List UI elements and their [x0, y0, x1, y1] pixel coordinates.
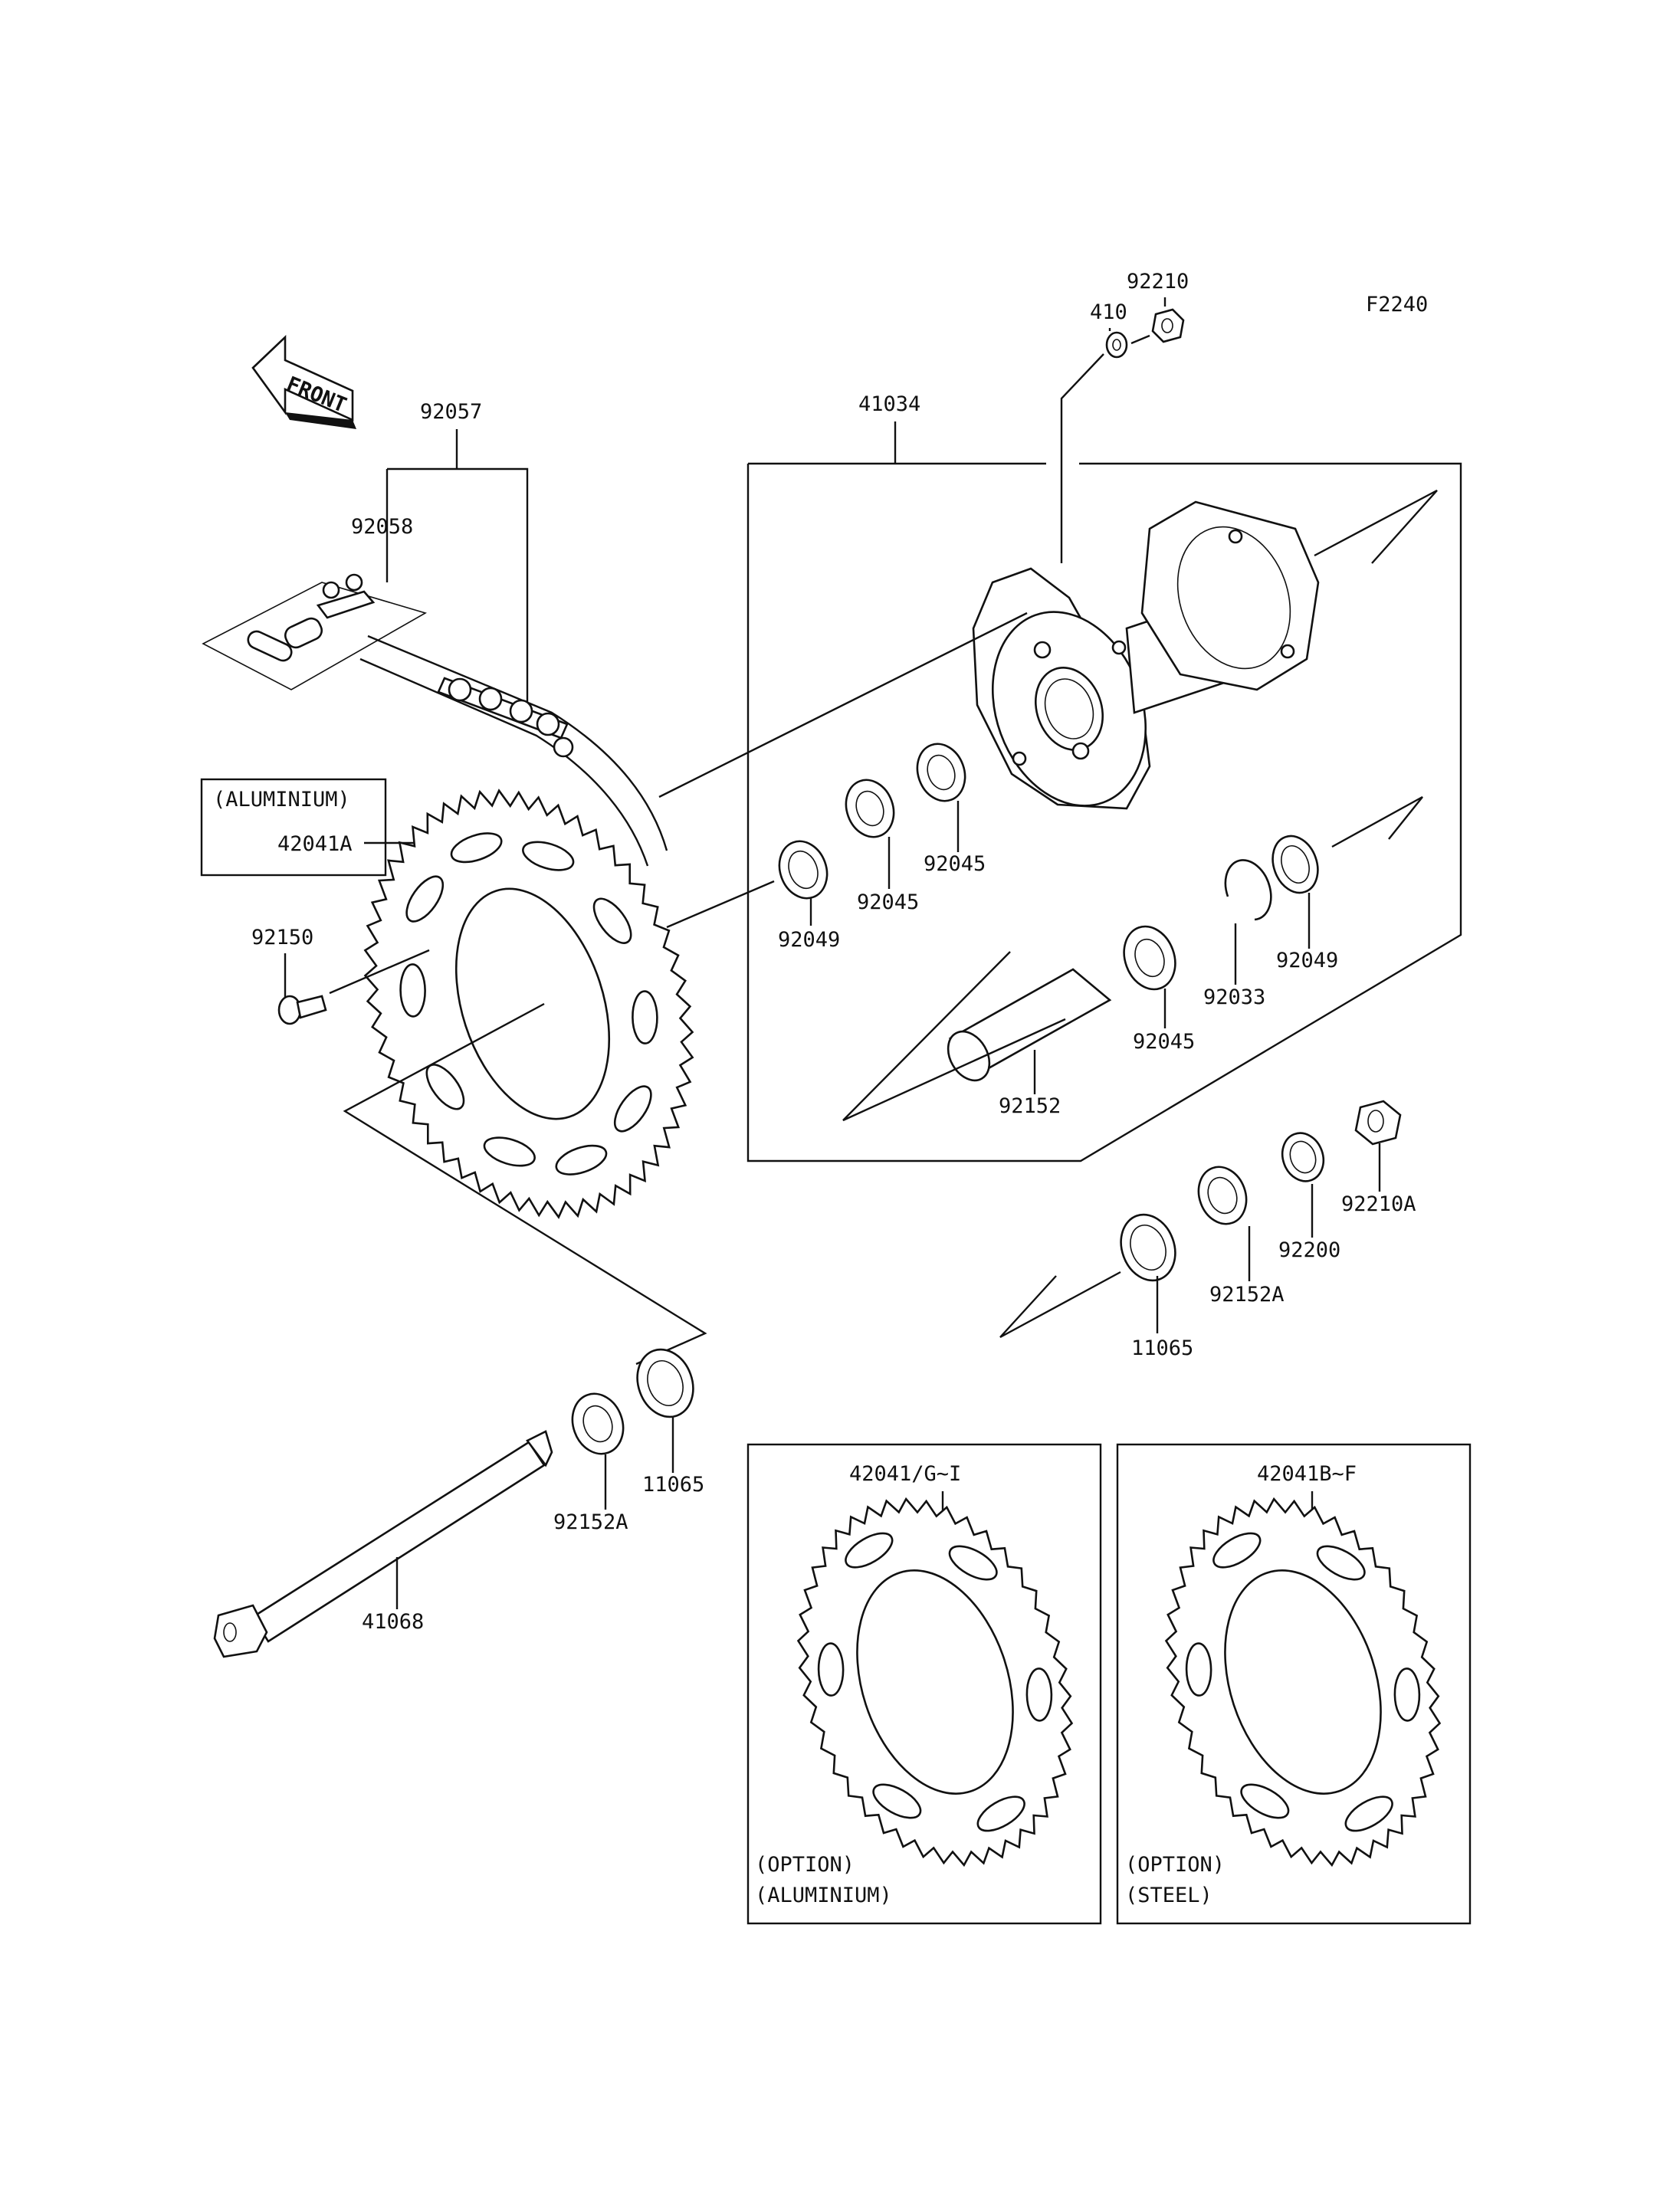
label-92200: 92200 — [1278, 1238, 1340, 1262]
label-41034: 41034 — [858, 392, 920, 416]
seal-11065-left — [636, 1348, 694, 1418]
lightening-hole — [555, 1144, 608, 1176]
aluminium-note-box — [200, 778, 387, 877]
seal-92049-left — [778, 840, 829, 900]
figure-code: F2240 — [1366, 293, 1428, 316]
bearing-92045-a — [845, 779, 895, 838]
lightening-hole — [399, 963, 426, 1018]
label-92152A-a: 92152A — [1209, 1283, 1285, 1307]
nut-92210 — [1151, 308, 1185, 343]
lightening-hole — [522, 841, 575, 871]
option-1-part: 42041/G~I — [849, 1462, 961, 1486]
lightening-hole — [872, 1783, 922, 1819]
lightening-hole — [1344, 1795, 1393, 1832]
lightening-hole — [405, 875, 445, 923]
label-92045-c: 92045 — [1133, 1030, 1195, 1054]
rear-sprocket-42041A — [363, 789, 694, 1219]
lightening-hole — [613, 1085, 652, 1133]
lightening-hole — [1185, 1642, 1212, 1697]
axle-41068 — [213, 1430, 553, 1658]
label-92058: 92058 — [351, 515, 413, 539]
lightening-hole — [1240, 1783, 1290, 1819]
label-42041A: 42041A — [277, 832, 353, 856]
option-box-aluminium: 42041/G~I (OPTION) (ALUMINIUM) — [746, 1443, 1102, 1925]
lightening-hole — [948, 1545, 998, 1581]
bolt-92150 — [277, 995, 327, 1025]
bearing-92045-c — [1123, 925, 1176, 991]
lightening-hole — [1316, 1545, 1366, 1581]
lightening-hole — [845, 1532, 894, 1569]
option-1-line1: (OPTION) — [755, 1853, 855, 1877]
spacer-92152 — [947, 968, 1112, 1082]
option-2-line2: (STEEL) — [1125, 1884, 1212, 1907]
option-2-part: 42041B~F — [1257, 1462, 1357, 1486]
lightening-hole — [450, 832, 503, 864]
bearing-92045-b — [916, 743, 966, 802]
label-11065-a: 11065 — [1131, 1336, 1193, 1360]
lightening-hole — [1025, 1667, 1053, 1722]
washer-410 — [1105, 331, 1128, 359]
rear-hub-41034 — [972, 500, 1320, 810]
aluminium-note: (ALUMINIUM) — [213, 788, 350, 812]
seal-11065-right — [1120, 1213, 1176, 1282]
collar-92152A-right — [1197, 1166, 1248, 1225]
label-92150: 92150 — [251, 926, 313, 949]
label-92152A-b: 92152A — [553, 1510, 628, 1534]
lightening-hole — [483, 1136, 536, 1167]
label-11065-b: 11065 — [642, 1473, 704, 1497]
lightening-hole — [976, 1795, 1025, 1832]
circlip-92033 — [1224, 859, 1272, 921]
collar-92152A-left — [571, 1392, 625, 1455]
option-1-line2: (ALUMINIUM) — [755, 1884, 892, 1907]
option-2-line1: (OPTION) — [1125, 1853, 1225, 1877]
seal-92049-right — [1271, 835, 1319, 894]
front-arrow-icon: FRONT — [251, 334, 356, 429]
label-41068: 41068 — [362, 1610, 424, 1634]
lightening-hole — [1212, 1532, 1262, 1569]
option-box-steel: 42041B~F (OPTION) (STEEL) — [1116, 1443, 1472, 1925]
label-92057: 92057 — [420, 400, 482, 424]
label-92049-a: 92049 — [778, 928, 840, 952]
label-92210: 92210 — [1127, 270, 1189, 293]
lightening-hole — [592, 897, 632, 944]
washer-92200 — [1281, 1132, 1325, 1182]
lightening-hole — [632, 990, 658, 1044]
drive-chain — [359, 635, 668, 867]
hub-assembly-box — [746, 462, 1462, 1162]
label-92045-a: 92045 — [857, 890, 919, 914]
label-92049-b: 92049 — [1276, 949, 1338, 972]
label-92045-b: 92045 — [924, 852, 986, 876]
nut-92210A — [1354, 1100, 1402, 1146]
master-link-kit — [202, 573, 428, 690]
label-92152: 92152 — [999, 1094, 1061, 1118]
lightening-hole — [1393, 1667, 1421, 1722]
label-92210A: 92210A — [1341, 1192, 1416, 1216]
label-410: 410 — [1090, 300, 1127, 324]
lightening-hole — [817, 1642, 845, 1697]
label-92033: 92033 — [1203, 985, 1265, 1009]
